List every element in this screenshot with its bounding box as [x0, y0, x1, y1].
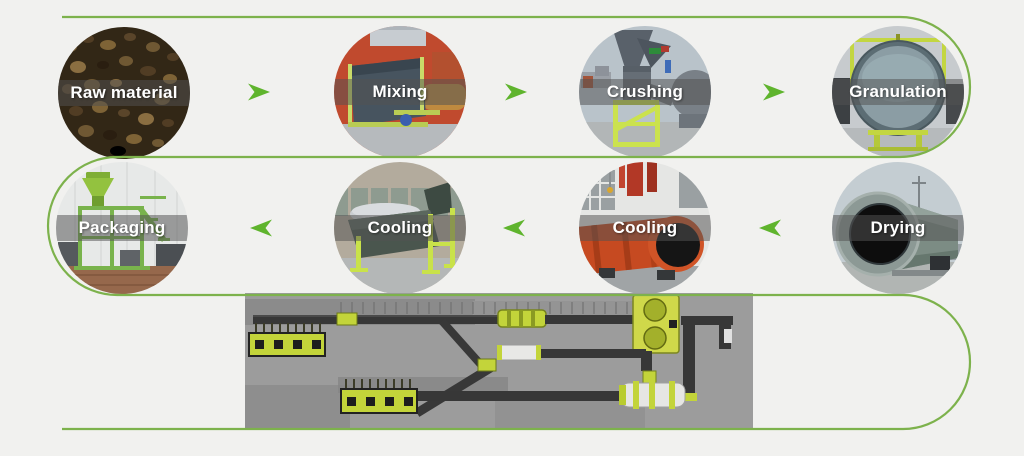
- step-circle-mixing: Mixing: [334, 26, 466, 158]
- step-label-band: Granulation: [832, 79, 964, 105]
- step-circle-raw-material: Raw material: [58, 27, 190, 159]
- step-circle-cooling-2: Cooling: [579, 162, 711, 294]
- flow-arrow-right-icon: [763, 83, 785, 101]
- step-label: Packaging: [78, 218, 166, 237]
- step-label: Mixing: [372, 82, 428, 101]
- step-circle-drying: Drying: [832, 162, 964, 294]
- step-circle-granulation: Granulation: [832, 26, 964, 158]
- step-label-band: Mixing: [334, 79, 466, 105]
- step-label: Cooling: [612, 218, 678, 237]
- step-label-band: Crushing: [579, 79, 711, 105]
- plant-layout-topview: [245, 293, 753, 428]
- flow-arrow-left-icon: [759, 219, 781, 237]
- step-label-band: Drying: [832, 215, 964, 241]
- step-label: Raw material: [70, 83, 178, 102]
- step-label-band: Packaging: [56, 215, 188, 241]
- step-label-band: Cooling: [334, 215, 466, 241]
- flow-arrow-left-icon: [503, 219, 525, 237]
- plant-layout-image: [245, 293, 753, 428]
- step-label-band: Raw material: [58, 80, 190, 106]
- flow-arrow-right-icon: [505, 83, 527, 101]
- step-label: Granulation: [849, 82, 947, 101]
- step-circle-packaging: Packaging: [56, 162, 188, 294]
- flow-arrow-right-icon: [248, 83, 270, 101]
- step-label: Crushing: [606, 82, 684, 101]
- step-circle-crushing: Crushing: [579, 26, 711, 158]
- step-label-band: Cooling: [579, 215, 711, 241]
- flow-arrow-left-icon: [250, 219, 272, 237]
- step-label: Cooling: [367, 218, 433, 237]
- step-label: Drying: [870, 218, 926, 237]
- step-circle-cooling-1: Cooling: [334, 162, 466, 294]
